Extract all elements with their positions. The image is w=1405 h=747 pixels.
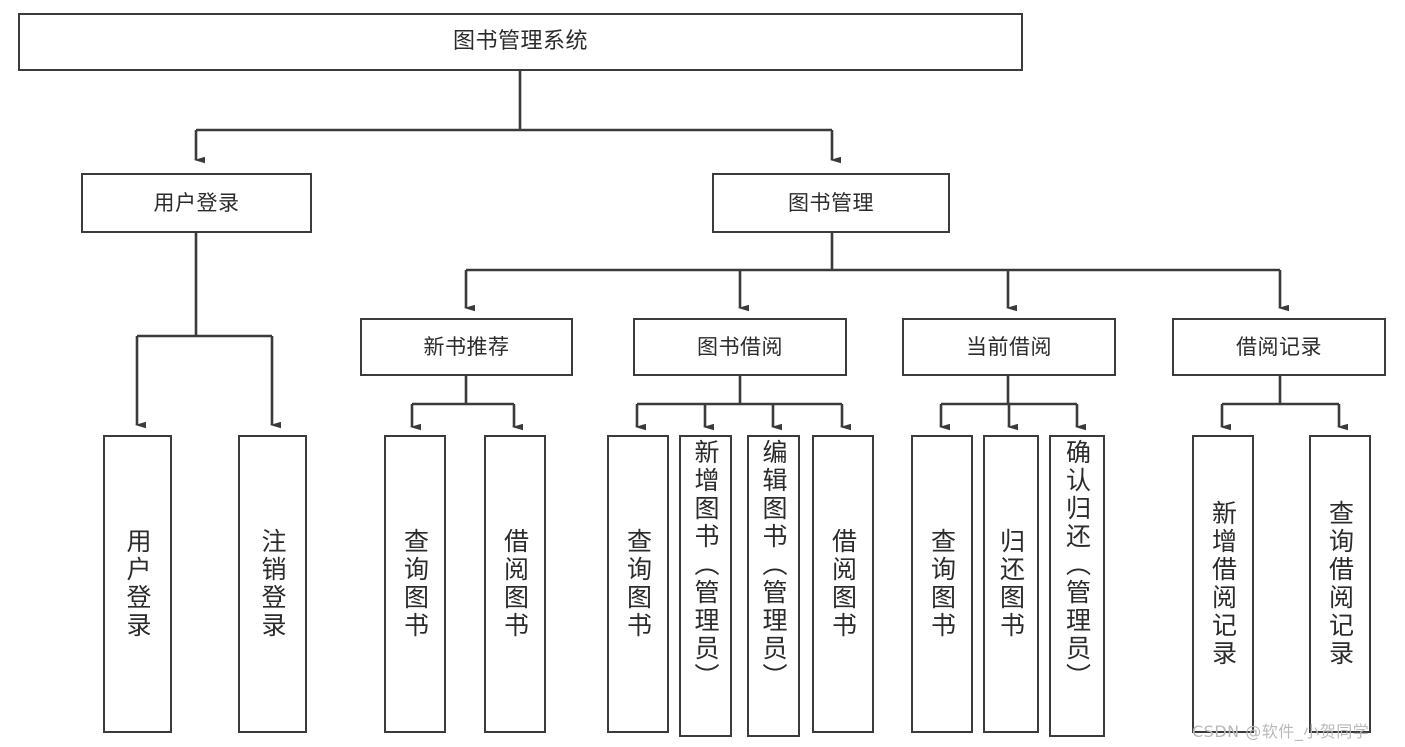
leaf-borrow-record-add[interactable]: 新增借阅记录 — [1192, 435, 1254, 733]
leaf-borrow-record-query[interactable]: 查询借阅记录 — [1309, 435, 1371, 733]
node-book-management[interactable]: 图书管理 — [712, 173, 950, 233]
node-label: 新增图书（管理员） — [691, 439, 720, 691]
node-new-book-recommend[interactable]: 新书推荐 — [360, 318, 573, 376]
node-label: 注销登录 — [258, 528, 287, 640]
node-label: 新书推荐 — [423, 334, 510, 359]
node-label: 图书管理 — [788, 190, 874, 215]
leaf-current-borrow-return[interactable]: 归还图书 — [983, 435, 1039, 733]
csdn-watermark: CSDN @软件_小贺同学 — [1192, 722, 1370, 741]
node-label: 借阅图书 — [828, 528, 858, 640]
leaf-new-book-query[interactable]: 查询图书 — [384, 435, 446, 733]
node-label: 用户登录 — [123, 528, 152, 640]
node-label: 用户登录 — [153, 190, 240, 215]
node-label: 确认归还（管理员） — [1062, 439, 1092, 691]
node-label: 图书借阅 — [697, 334, 783, 359]
leaf-current-borrow-confirm-return[interactable]: 确认归还（管理员） — [1049, 435, 1105, 737]
leaf-current-borrow-query[interactable]: 查询图书 — [911, 435, 973, 733]
leaf-book-borrow-query[interactable]: 查询图书 — [607, 435, 669, 733]
node-label: 查询图书 — [623, 528, 653, 640]
leaf-user-login-logout[interactable]: 注销登录 — [238, 435, 307, 733]
leaf-new-book-borrow[interactable]: 借阅图书 — [484, 435, 546, 733]
leaf-book-borrow-borrow[interactable]: 借阅图书 — [812, 435, 874, 733]
node-current-borrow[interactable]: 当前借阅 — [902, 318, 1116, 376]
node-label: 查询借阅记录 — [1325, 500, 1355, 668]
node-label: 归还图书 — [996, 528, 1026, 640]
node-label: 查询图书 — [927, 528, 957, 640]
node-label: 借阅图书 — [500, 528, 530, 640]
node-root-book-management-system[interactable]: 图书管理系统 — [18, 13, 1023, 71]
node-user-login[interactable]: 用户登录 — [81, 173, 312, 233]
leaf-book-borrow-add[interactable]: 新增图书（管理员） — [679, 435, 732, 737]
node-label: 新增借阅记录 — [1208, 500, 1238, 668]
node-label: 图书管理系统 — [452, 29, 588, 55]
node-label: 借阅记录 — [1236, 334, 1322, 359]
node-label: 当前借阅 — [966, 334, 1052, 359]
leaf-book-borrow-edit[interactable]: 编辑图书（管理员） — [747, 435, 800, 737]
node-borrow-record[interactable]: 借阅记录 — [1172, 318, 1386, 376]
node-book-borrow[interactable]: 图书借阅 — [633, 318, 847, 376]
node-label: 查询图书 — [400, 528, 430, 640]
leaf-user-login-login[interactable]: 用户登录 — [103, 435, 172, 733]
node-label: 编辑图书（管理员） — [759, 439, 788, 691]
